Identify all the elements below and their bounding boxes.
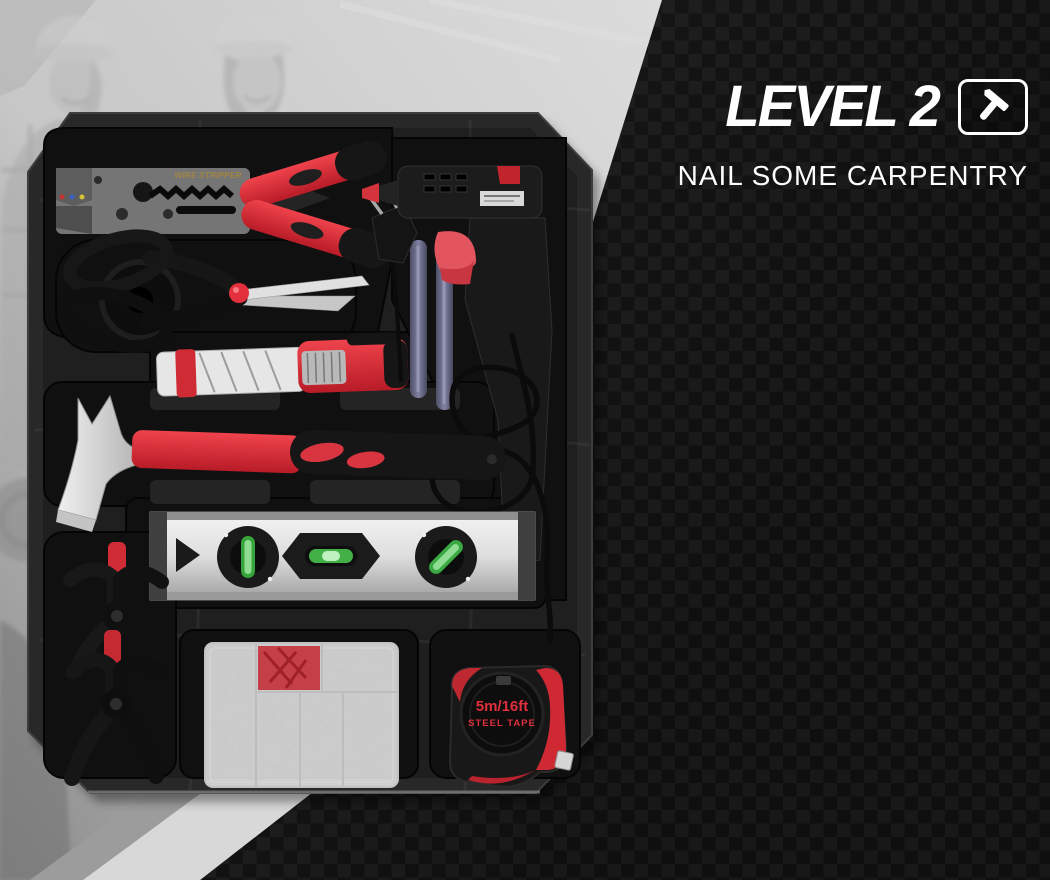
spirit-level [149,511,536,601]
wire-strippers: WIRE STRIPPER [56,140,391,268]
claw-hammer [56,394,506,532]
utility-knife [155,332,409,398]
page-title: LEVEL 2 [725,74,941,139]
measuring-tape: 5m/16ft STEEL TAPE [448,664,574,788]
diagonal-stripe-light [83,785,322,880]
glue-gun [362,165,554,643]
tape-type-label: STEEL TAPE [468,718,536,729]
fastener-box [204,642,399,788]
tool-tray: WIRE STRIPPER [27,112,593,794]
title-row: LEVEL 2 [722,78,1028,136]
tagline: NAIL SOME CARPENTRY [677,160,1028,191]
power-plug [367,187,418,383]
tape-size-label: 5m/16ft [476,698,529,715]
diagonal-stripe-gray [30,785,212,880]
info-panel: LEVEL 2 NAIL SOME CARPENTRY 11 X 200MM W… [620,0,1050,880]
glue-sticks [410,240,453,410]
hammer-icon [979,88,1009,120]
pliers-engraving: WIRE STRIPPER [174,170,242,180]
nylon-clips [63,542,169,786]
scissors [57,229,370,353]
hammer-badge [958,79,1028,135]
